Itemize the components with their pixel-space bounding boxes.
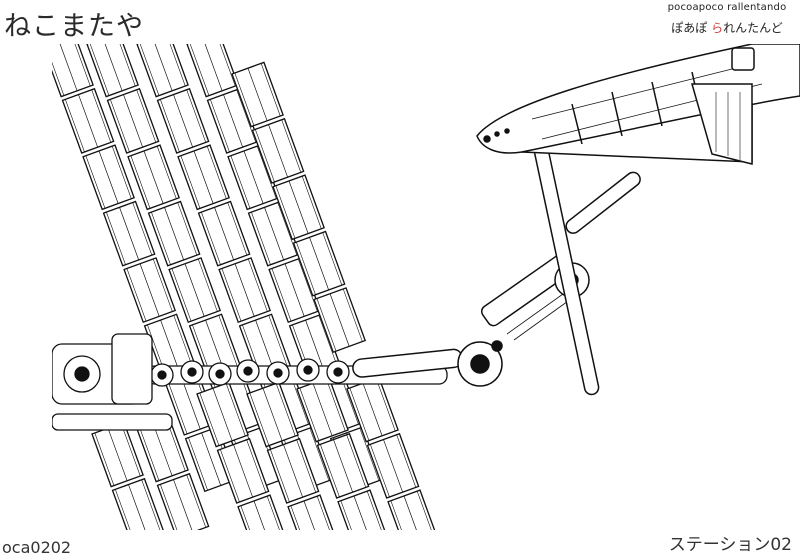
image-caption: ステーション02 bbox=[668, 535, 792, 555]
logo-line-kana: ぽあぽ られんたんど bbox=[662, 19, 792, 36]
logo-kana-black: ぽあぽ bbox=[671, 21, 708, 35]
logo-line-latin: pocoapoco rallentando bbox=[667, 2, 787, 13]
site-title: ねこまたや bbox=[4, 11, 144, 42]
logo-kana-rest: れんたんど bbox=[723, 21, 783, 35]
line-art-illustration bbox=[52, 44, 800, 530]
image-code: oca0202 bbox=[2, 538, 72, 557]
brand-logo: pocoapoco rallentando ぽあぽ られんたんど bbox=[662, 2, 792, 36]
space-station-drawing bbox=[52, 44, 800, 530]
logo-kana-red: ら bbox=[711, 21, 724, 35]
